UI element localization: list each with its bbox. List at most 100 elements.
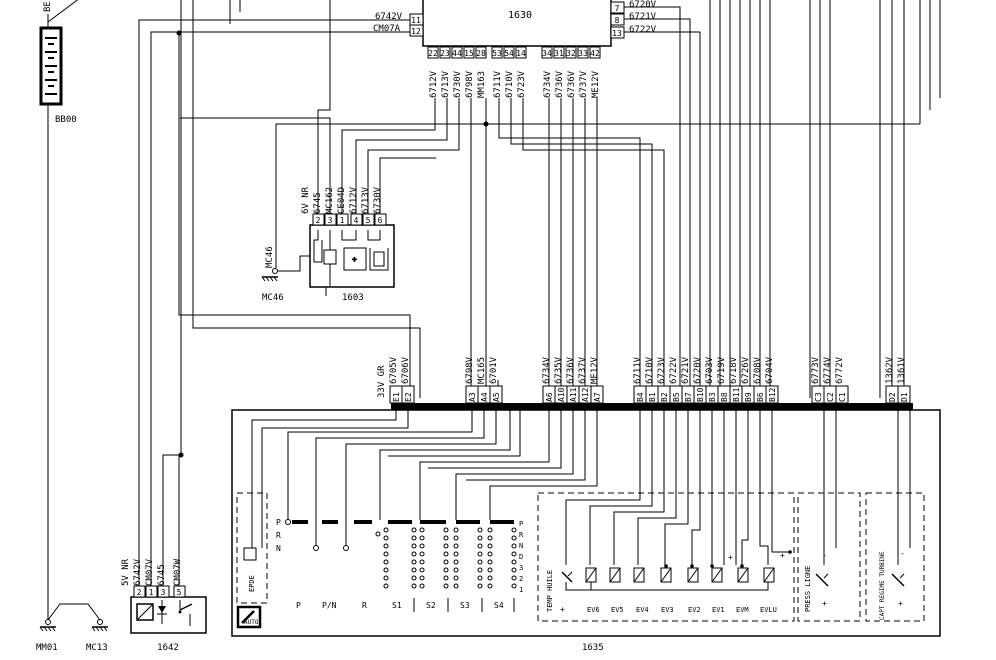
valve-plus: + xyxy=(728,553,733,562)
ecu-1630-body xyxy=(422,0,612,47)
pin-e1: E1 xyxy=(392,392,401,402)
wire-6712v: 6712V xyxy=(429,70,439,98)
wire-6704v: 6704V xyxy=(765,356,775,384)
turbine-label: CAPT REGIME TURBINE xyxy=(879,551,886,620)
wire-6736v-m: 6736V xyxy=(566,356,576,384)
ecu-1630-pin-33: 33 xyxy=(578,49,588,58)
wire-6703v: 6703V xyxy=(705,356,715,384)
ecu-1630-wire-6721v: 6721V xyxy=(629,12,657,22)
connector-1603-pin-3: 3 xyxy=(328,216,333,225)
svg-text:+: + xyxy=(352,255,357,264)
connector-1603-wire-6730v: 6730V xyxy=(373,186,383,214)
wire-mc165: MC165 xyxy=(477,357,487,384)
ecu-1630-wire-cm07a: CM07A xyxy=(373,24,401,34)
selector-n: N xyxy=(276,544,281,553)
pin-a3: A3 xyxy=(468,392,477,402)
wire-1362v: 1362V xyxy=(885,356,895,384)
ecu-1630-bottom-wires: 6712V 6713V 6730V 6798V MM163 6711V 6710… xyxy=(429,70,601,98)
selector-right-n: N xyxy=(519,542,523,550)
pin-a5: A5 xyxy=(492,392,501,402)
battery-label: BB00 xyxy=(55,115,77,125)
ecu-1630-pin-32: 32 xyxy=(566,49,576,58)
position-p: P xyxy=(296,601,301,610)
wire-6774v: 6774V xyxy=(823,356,833,384)
relay-1642-wire-6742v: 6742V xyxy=(133,558,143,586)
wire-6734v-m: 6734V xyxy=(542,356,552,384)
wire-6723v: 6723V xyxy=(517,70,527,98)
relay-1642-pin-1: 1 xyxy=(149,588,154,597)
ecu-1630-wire-6742v: 6742V xyxy=(375,12,403,22)
press-ligne-label: PRESS LIGNE xyxy=(804,566,812,612)
ecu-1630-pin-54: 54 xyxy=(504,49,514,58)
pin-b5: B5 xyxy=(672,392,681,402)
ecu-1630-wire-6722v: 6722V xyxy=(629,25,657,35)
connector-1603-header: 6V NR xyxy=(301,186,311,214)
wire-me12v: ME12V xyxy=(591,70,601,98)
wire-mm163: MM163 xyxy=(477,71,487,98)
press-plus: + xyxy=(822,599,827,608)
connector-1603-pin-4: 4 xyxy=(354,216,359,225)
pin-b10: B10 xyxy=(696,387,705,402)
wire-6711v-m: 6711V xyxy=(633,356,643,384)
wire-6713v: 6713V xyxy=(441,70,451,98)
pin-a11: A11 xyxy=(569,387,578,402)
relay-1642: 5V NR 6742V CM07V 6745 CM07W 2 1 3 5 164… xyxy=(121,558,207,653)
relay-1642-wire-6745: 6745 xyxy=(157,564,167,586)
module-1635-label: 1635 xyxy=(582,643,604,653)
ecu-1630-pin-14: 14 xyxy=(516,49,526,58)
pin-b8: B8 xyxy=(720,392,729,402)
position-s1: S1 xyxy=(392,601,402,610)
selector-right-d: D xyxy=(519,553,523,561)
turbine-minus: - xyxy=(900,549,905,558)
ecu-1630-pin-13-num: 13 xyxy=(612,29,622,38)
pin-a12: A12 xyxy=(581,387,590,402)
auto-icon-label: AUTO xyxy=(244,619,259,626)
selector-right-r: R xyxy=(519,531,524,539)
position-r: R xyxy=(362,601,367,610)
pin-b4: B4 xyxy=(636,392,645,402)
wire-6737v-m: 6737V xyxy=(578,356,588,384)
wire-6736v-b: 6736V xyxy=(567,70,577,98)
ecu-1630-pin-34: 34 xyxy=(542,49,552,58)
ecu-1630-pin-12 xyxy=(409,24,424,37)
module-1635: 1635 33V GR E1 E2 6705V 6706V A3 A4 A5 6… xyxy=(231,356,941,653)
valve-symbols xyxy=(585,567,775,583)
turbine-plus: + xyxy=(898,599,903,608)
pin-a7: A7 xyxy=(593,392,602,402)
ecu-1630-pin-53: 53 xyxy=(492,49,502,58)
position-s3: S3 xyxy=(460,601,470,610)
pin-c2: C2 xyxy=(826,392,835,402)
connector-1603-wire-6712v: 6712V xyxy=(349,186,359,214)
wire-6710v: 6710V xyxy=(505,70,515,98)
wire-6708v: 6708V xyxy=(753,356,763,384)
press-minus: - xyxy=(822,551,827,560)
valve-ev6: EV6 xyxy=(587,606,600,614)
wire-6718v: 6718V xyxy=(729,356,739,384)
valve-ev1: EV1 xyxy=(712,606,725,614)
ecu-1630-wire-harness xyxy=(180,0,941,398)
valve-plus-2: + xyxy=(780,551,785,560)
relay-1642-wire-cm07w: CM07W xyxy=(173,558,183,586)
wire-6737v: 6737V xyxy=(579,70,589,98)
ecu-1630-pin-11-num: 11 xyxy=(411,16,421,25)
relay-1642-pin-2: 2 xyxy=(137,588,142,597)
ground-mc13: MC13 xyxy=(86,619,109,653)
ground-mc46: MC46 MC46 xyxy=(261,246,310,303)
pin-b11: B11 xyxy=(732,387,741,402)
wire-6798v: 6798V xyxy=(465,70,475,98)
module-epde-label: EPDE xyxy=(248,575,256,592)
ecu-1630-pin-31: 31 xyxy=(554,49,564,58)
valve-ev2: EV2 xyxy=(688,606,701,614)
valve-evm: EVM xyxy=(736,606,749,614)
wire-6735v: 6735V xyxy=(554,356,564,384)
wire-6798v-m: 6798V xyxy=(465,356,475,384)
pin-d1: D1 xyxy=(900,392,909,402)
ecu-1630-bottom-pins: 22 23 44 15 28 53 54 14 34 31 32 33 42 xyxy=(427,46,601,59)
selector-contact-columns xyxy=(383,527,517,589)
ecu-1630-pin-28: 28 xyxy=(476,49,486,58)
battery-top-label: BE xyxy=(43,1,53,12)
ecu-1630-label: 1630 xyxy=(508,10,532,21)
ecu-1630-pin-8-num: 8 xyxy=(615,16,620,25)
connector-1603-pin-1: 1 xyxy=(340,216,345,225)
